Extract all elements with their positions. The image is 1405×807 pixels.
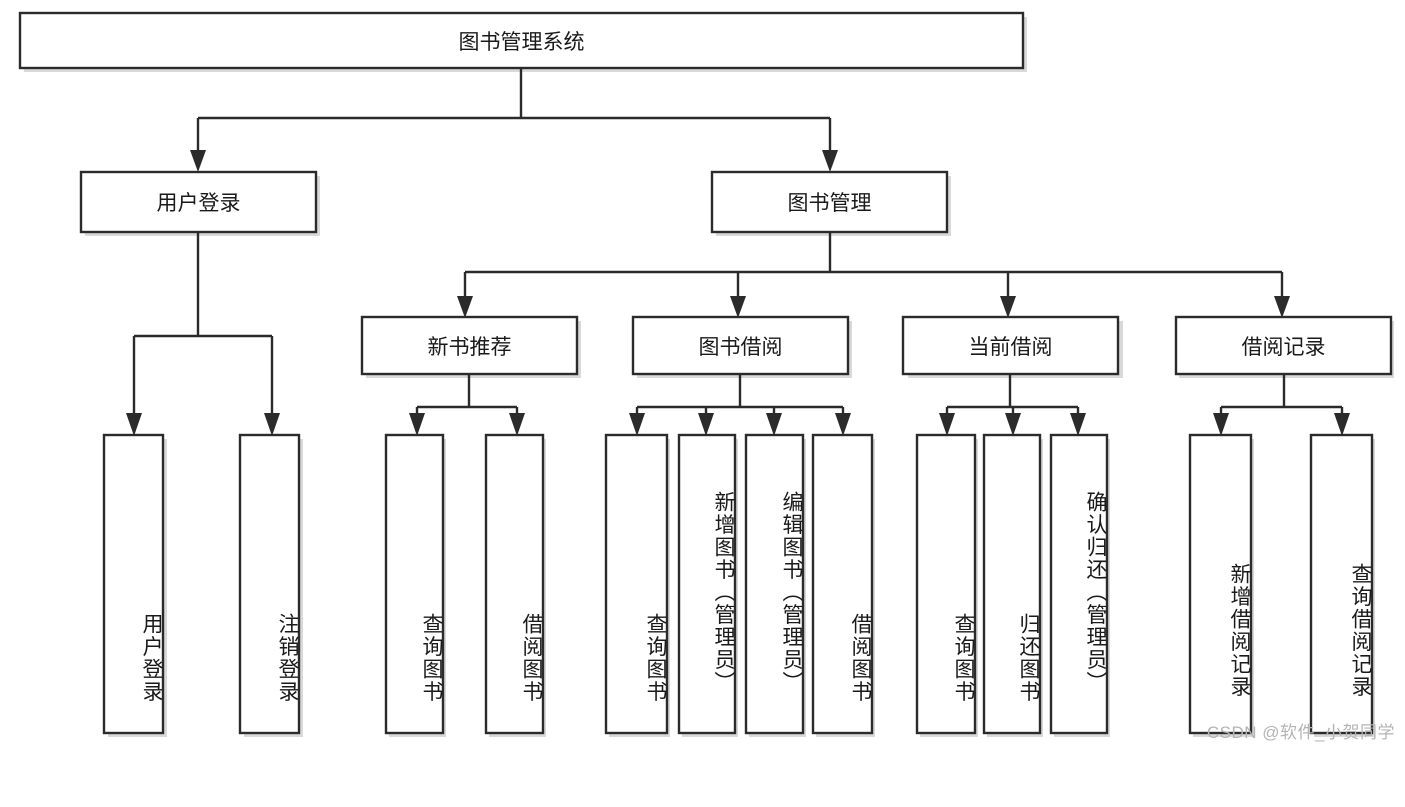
node-box-leaf-return-book[interactable]: [982, 433, 1042, 735]
node-boxes: [18, 11, 1393, 735]
arrow-to-user-login: [190, 150, 206, 172]
node-box-user-login[interactable]: [79, 170, 318, 234]
node-box-leaf-borrow-book-2[interactable]: [811, 433, 874, 735]
node-box-leaf-borrow-book-1[interactable]: [484, 433, 545, 735]
arrow-to-leaf-borrow-book-2: [835, 413, 851, 436]
arrow-to-leaf-query-book-3: [939, 413, 955, 436]
node-box-leaf-query-book-2[interactable]: [604, 433, 669, 735]
arrow-to-leaf-user-logout: [264, 413, 280, 436]
arrow-to-book-management: [822, 150, 838, 172]
arrow-to-leaf-query-book-2: [629, 413, 645, 436]
node-box-leaf-query-book-1[interactable]: [384, 433, 445, 735]
node-box-root[interactable]: [18, 11, 1025, 70]
arrow-to-leaf-add-book: [698, 413, 714, 436]
arrow-to-book-borrow: [730, 296, 746, 318]
tree-diagram-canvas: [18, 11, 1394, 737]
arrow-to-leaf-edit-book: [766, 413, 782, 436]
arrow-to-new-book-recommend: [457, 296, 473, 318]
node-box-book-borrow[interactable]: [631, 315, 850, 376]
arrow-to-borrow-record: [1274, 296, 1290, 318]
arrow-to-leaf-user-login: [126, 413, 142, 436]
node-box-leaf-user-login[interactable]: [102, 433, 165, 735]
arrow-to-leaf-borrow-book-1: [509, 413, 525, 436]
node-box-leaf-confirm-return[interactable]: [1049, 433, 1109, 735]
diagram-root: 图书管理系统 用户登录 图书管理 新书推荐 图书借阅 当前借阅 借阅记录 用户登…: [18, 11, 1394, 742]
node-box-leaf-user-logout[interactable]: [238, 433, 301, 735]
arrow-to-leaf-query-book-1: [409, 413, 425, 436]
node-box-new-book-recommend[interactable]: [360, 315, 579, 376]
node-box-borrow-record[interactable]: [1174, 315, 1393, 376]
arrow-to-leaf-confirm-return: [1070, 413, 1086, 436]
arrow-to-current-borrow: [1000, 296, 1016, 318]
arrow-to-leaf-query-borrow-record: [1334, 413, 1350, 436]
node-box-book-management[interactable]: [710, 170, 949, 234]
node-box-leaf-edit-book[interactable]: [744, 433, 805, 735]
node-box-leaf-add-borrow-record[interactable]: [1188, 433, 1253, 735]
arrow-to-leaf-add-borrow-record: [1213, 413, 1229, 436]
node-box-current-borrow[interactable]: [901, 315, 1120, 376]
arrow-to-leaf-return-book: [1005, 413, 1021, 436]
node-box-leaf-add-book[interactable]: [677, 433, 737, 735]
node-box-leaf-query-borrow-record[interactable]: [1309, 433, 1374, 735]
node-box-leaf-query-book-3[interactable]: [915, 433, 977, 735]
connectors: [126, 68, 1350, 436]
